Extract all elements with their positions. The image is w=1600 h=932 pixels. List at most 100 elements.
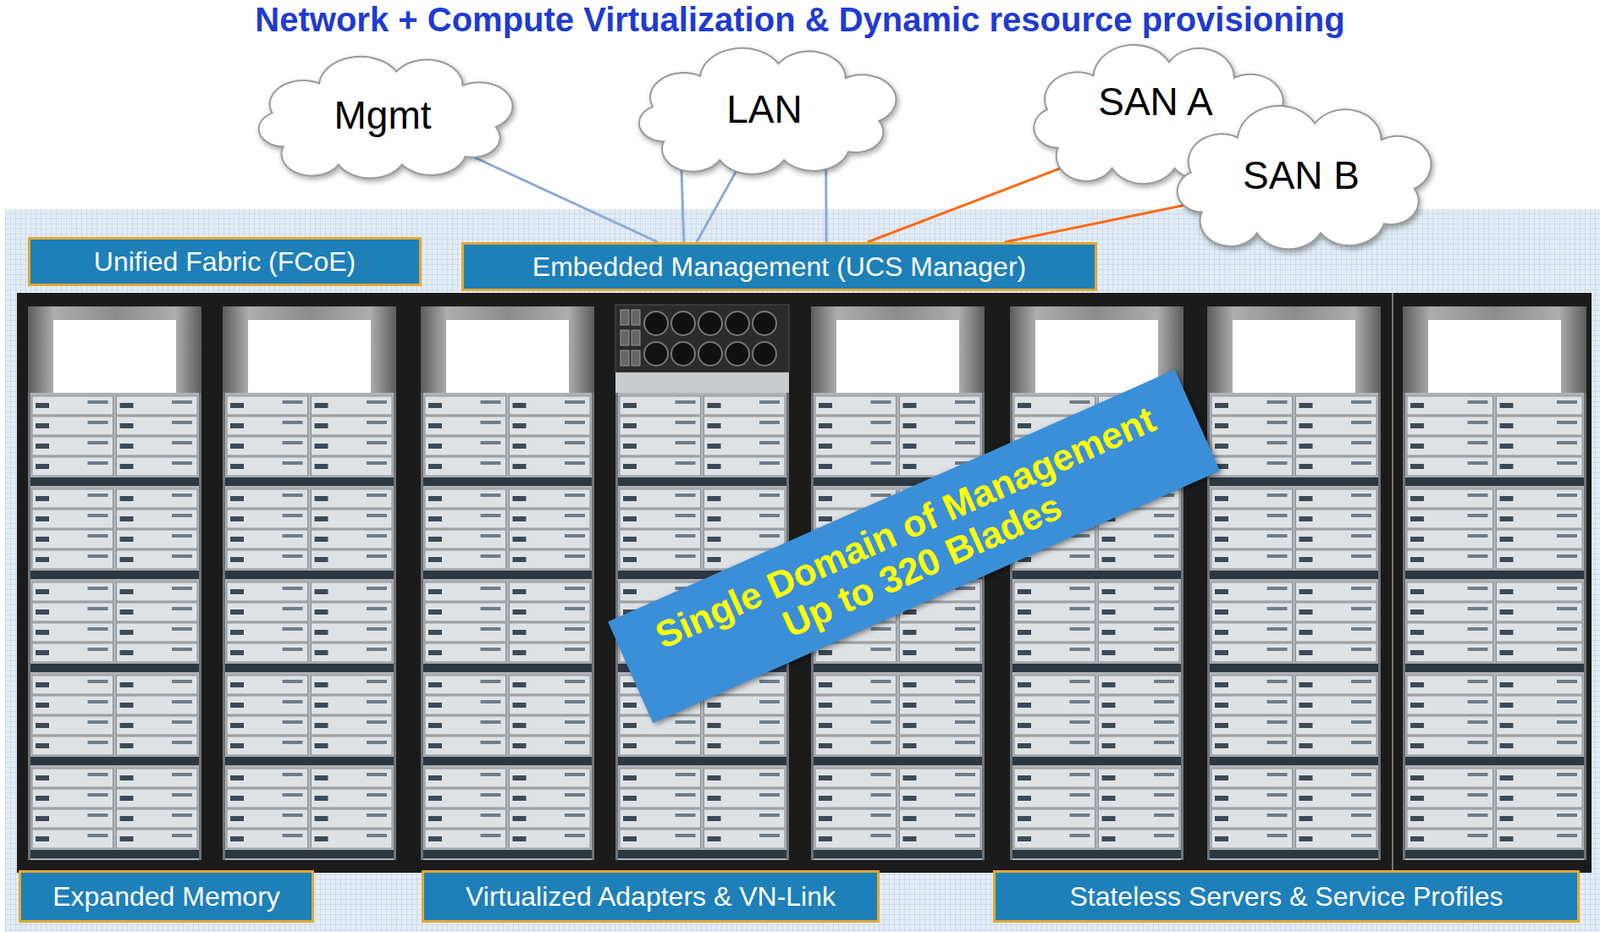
blade-vent — [1153, 606, 1175, 611]
blade-handle — [428, 609, 442, 615]
cloud-label: Mgmt — [334, 92, 432, 138]
blade-vent — [759, 513, 780, 518]
blade-handle — [120, 722, 134, 729]
blade-handle — [230, 629, 244, 635]
blade-vent — [675, 400, 696, 404]
blade-handle — [230, 722, 244, 729]
blade-handle — [428, 702, 442, 708]
blade-vent — [1153, 534, 1175, 538]
blade-vent — [1556, 813, 1578, 817]
blade-handle — [903, 682, 917, 688]
blade-server — [226, 602, 309, 622]
blade-handle — [428, 443, 442, 449]
blade-handle — [1410, 516, 1424, 522]
blade-vent — [1351, 513, 1372, 518]
blade-handle — [1500, 496, 1514, 502]
blade-server — [32, 643, 114, 663]
blade-vent — [171, 606, 193, 611]
blade-vent — [1556, 461, 1578, 465]
blade-vent — [1070, 740, 1091, 745]
blade-vent — [171, 554, 193, 558]
chassis-power-bar — [1012, 663, 1181, 673]
blade-vent — [759, 493, 780, 497]
blade-handle — [818, 816, 833, 822]
blade-server — [1406, 623, 1494, 642]
blade-handle — [818, 775, 833, 781]
blade-server — [704, 716, 786, 735]
blade-vent — [1351, 627, 1372, 631]
blade-vent — [1153, 554, 1175, 558]
fan — [644, 311, 668, 336]
blade-server — [424, 509, 507, 529]
blade-handle — [35, 743, 50, 749]
blade-server — [1406, 550, 1494, 569]
blade-server — [1496, 675, 1584, 695]
blade-vent — [1467, 513, 1489, 518]
rack-frame — [27, 306, 202, 393]
blade-server — [32, 457, 114, 476]
blade-server — [311, 675, 393, 695]
blade-handle — [314, 775, 329, 781]
blade-server — [1014, 809, 1096, 828]
blade-handle — [35, 629, 50, 635]
blade-vent — [366, 720, 387, 724]
blade-vent — [1467, 493, 1489, 497]
blade-server — [509, 489, 591, 508]
blade-handle — [1214, 423, 1229, 429]
blade-vent — [564, 586, 585, 591]
blade-handle — [120, 402, 134, 409]
blade-server — [1211, 529, 1293, 549]
blade-handle — [1500, 443, 1514, 449]
blade-vent — [1556, 679, 1578, 684]
blade-vent — [1467, 554, 1489, 558]
blade-vent — [282, 720, 304, 724]
cloud-label: LAN — [726, 86, 802, 133]
blade-server — [509, 643, 591, 663]
blade-server — [311, 436, 393, 456]
blade-handle — [230, 702, 244, 708]
blade-handle — [35, 816, 50, 822]
blade-server — [1496, 457, 1584, 476]
blade-handle — [314, 702, 329, 708]
blade-handle — [314, 629, 329, 635]
blade-vent — [871, 793, 892, 797]
fan — [725, 342, 750, 366]
blade-server — [1406, 396, 1494, 415]
blade-handle — [120, 463, 134, 469]
blade-server — [116, 529, 199, 549]
blade-server — [32, 489, 114, 508]
blade-server — [32, 788, 114, 808]
blade-vent — [366, 420, 387, 425]
blade-vent — [564, 813, 585, 817]
blade-vent — [282, 793, 304, 797]
blade-vent — [954, 720, 976, 724]
blade-server — [815, 716, 897, 735]
blade-vent — [564, 833, 585, 838]
blade-handle — [230, 402, 244, 409]
blade-server — [815, 695, 897, 715]
blade-handle — [314, 722, 329, 729]
blade-handle — [1214, 536, 1229, 542]
blade-vent — [1153, 772, 1175, 777]
blade-vent — [480, 441, 502, 445]
blade-vent — [1153, 720, 1175, 724]
blade-vent — [1467, 441, 1489, 445]
blade-server — [899, 396, 982, 415]
blade-vent — [564, 554, 585, 558]
blade-vent — [954, 586, 976, 591]
blade-server — [509, 768, 591, 788]
rack-opening — [1035, 320, 1159, 393]
blade-handle — [120, 682, 134, 688]
fabric-interconnect — [615, 304, 789, 373]
blade-server — [1296, 643, 1378, 663]
blade-server — [619, 416, 701, 436]
blade-server — [116, 457, 199, 476]
blade-vent — [675, 493, 696, 497]
blade-handle — [623, 443, 637, 449]
chassis-power-bar — [225, 570, 394, 580]
blade-server — [1496, 550, 1584, 569]
blade-server — [1098, 602, 1181, 622]
blade-vent — [366, 679, 387, 684]
blade-vent — [1267, 740, 1288, 745]
blade-handle — [428, 536, 442, 542]
